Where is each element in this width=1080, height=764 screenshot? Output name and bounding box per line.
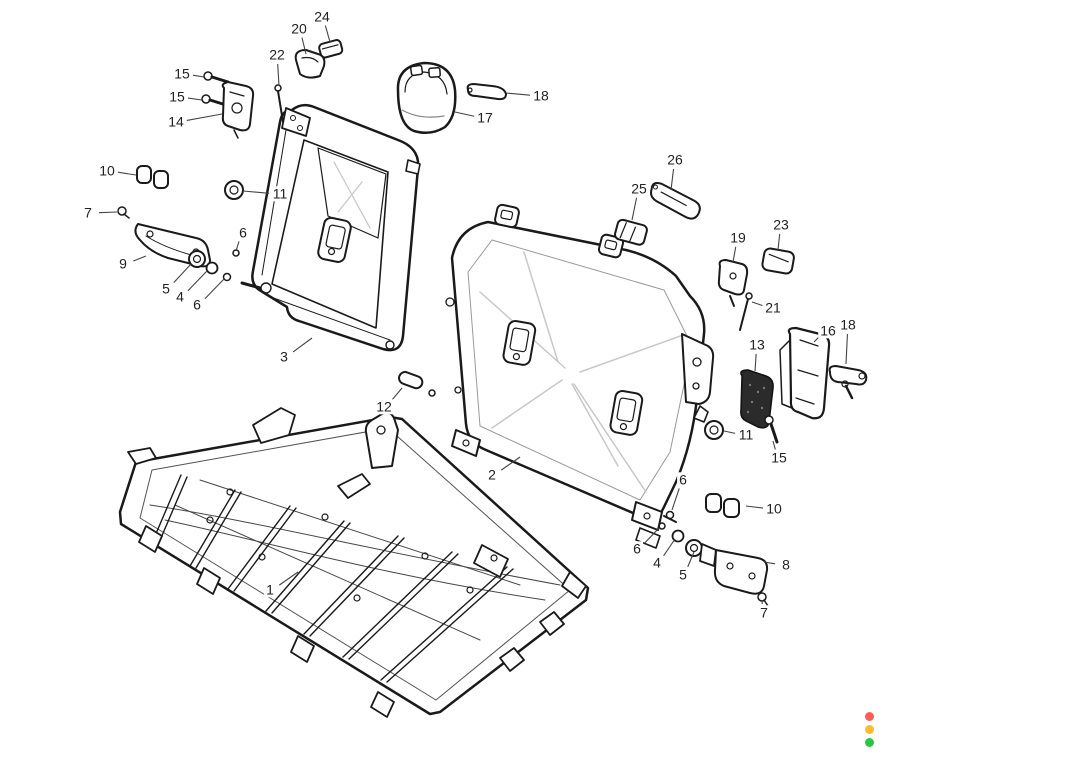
- part-11-grommet-left: [224, 180, 244, 200]
- leader-line-23: [777, 233, 781, 251]
- leader-line-4: [663, 538, 676, 557]
- part-19-latch: [717, 259, 749, 307]
- leader-line-12: [391, 387, 403, 401]
- part-4-washer-left: [205, 261, 219, 275]
- leader-line-6: [644, 527, 660, 544]
- part-7-screw-left: [117, 206, 130, 219]
- part-8-bracket: [713, 549, 769, 595]
- leader-line-24: [324, 25, 331, 43]
- part-4-washer-right: [671, 529, 685, 543]
- leader-line-8: [763, 561, 776, 565]
- leader-line-10: [117, 171, 137, 176]
- status-dot-yellow: [865, 725, 874, 734]
- leader-line-3: [292, 337, 313, 353]
- part-seat-cushion-frame: [118, 407, 590, 718]
- leader-line-5: [173, 263, 192, 284]
- part-15-bolt-right: [764, 415, 779, 444]
- part-18-lever-top: [466, 83, 507, 101]
- leader-line-15: [187, 97, 203, 101]
- leader-line-5: [687, 551, 695, 568]
- leader-line-1: [278, 571, 299, 586]
- part-10-caps-right: [705, 493, 740, 518]
- leader-line-10: [745, 505, 764, 509]
- leader-line-6: [671, 488, 680, 511]
- part-23-cap: [761, 247, 795, 275]
- part-6-washer-right-lower: [658, 522, 666, 530]
- leader-line-7: [98, 211, 118, 214]
- leader-line-21: [751, 301, 763, 307]
- leader-line-18: [845, 333, 848, 365]
- leader-line-26: [670, 168, 675, 191]
- status-dot-green: [865, 738, 874, 747]
- leader-line-20: [301, 37, 307, 55]
- part-seat-back-frame: [240, 103, 421, 352]
- part-18-lever-right: [828, 365, 868, 400]
- part-16-side-trim: [779, 326, 831, 420]
- leader-line-6: [235, 241, 240, 252]
- part-headrest: [396, 61, 457, 135]
- part-25-clip: [614, 218, 648, 246]
- leader-line-11: [723, 430, 736, 434]
- part-6-washer-right-upper: [665, 510, 675, 520]
- leader-line-6: [204, 278, 225, 300]
- part-10-caps-left: [136, 165, 169, 189]
- leader-line-14: [186, 113, 223, 121]
- part-22-pin: [274, 84, 284, 123]
- status-dot-red: [865, 712, 874, 721]
- leader-line-13: [754, 353, 757, 372]
- status-indicator: [865, 712, 874, 747]
- part-26-handle: [650, 182, 701, 220]
- part-5-bushing-right: [685, 539, 717, 567]
- part-14-cover: [221, 81, 255, 139]
- part-7-screw-right: [757, 592, 769, 607]
- part-6-washer-left-lower: [222, 272, 232, 282]
- leader-line-2: [500, 456, 521, 471]
- leader-line-17: [454, 111, 475, 117]
- diagram-art: [117, 39, 868, 718]
- part-15-bolt-a: [203, 71, 230, 84]
- leader-line-25: [631, 197, 638, 221]
- leader-line-22: [277, 63, 280, 87]
- part-15-bolt-b: [201, 94, 228, 107]
- leader-line-15: [772, 440, 776, 450]
- leader-lines: [98, 25, 848, 605]
- leader-line-4: [187, 270, 208, 292]
- leader-line-15: [192, 74, 205, 78]
- leader-line-11: [242, 190, 270, 194]
- part-5-bushing-left: [188, 250, 206, 268]
- part-12-pin: [398, 371, 436, 397]
- leader-line-18: [505, 92, 531, 96]
- part-11-grommet-right: [704, 420, 724, 440]
- leader-line-19: [732, 246, 737, 263]
- part-20-cover: [294, 49, 326, 79]
- part-seat-back-panel: [445, 203, 715, 549]
- part-21-pin: [739, 292, 753, 331]
- part-24-clip: [318, 39, 344, 59]
- leader-line-9: [133, 255, 147, 262]
